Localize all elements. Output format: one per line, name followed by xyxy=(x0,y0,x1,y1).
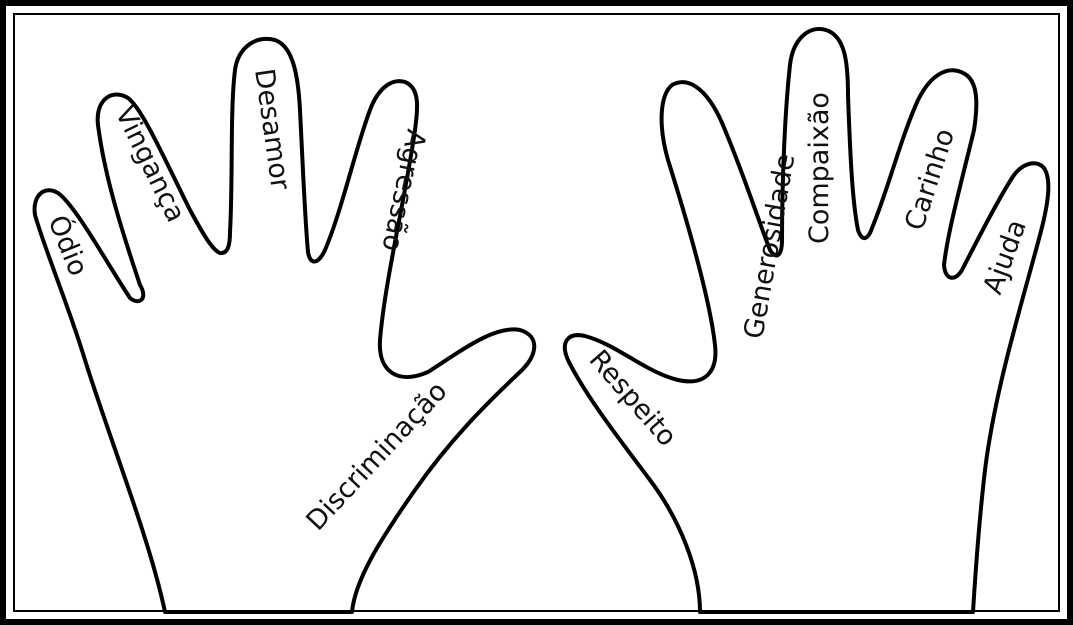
left-hand: Ódio Vingança Desamor Agressão Discrimin… xyxy=(35,39,535,612)
right-hand: Respeito Generosidade Compaixão Carinho … xyxy=(565,29,1048,612)
finger-label-compaixao: Compaixão xyxy=(804,92,835,244)
